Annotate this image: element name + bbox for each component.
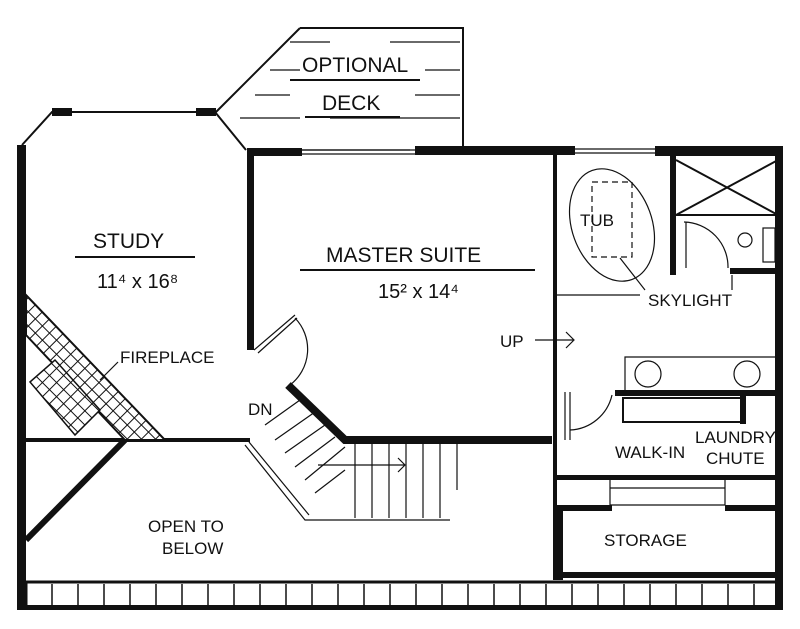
railing (17, 580, 783, 610)
tub (568, 168, 656, 282)
optional-deck (215, 27, 464, 151)
storage-label: STORAGE (604, 531, 687, 550)
bathroom (557, 155, 779, 296)
up-label: UP (500, 332, 524, 351)
master-door[interactable] (253, 314, 309, 386)
fireplace-label: FIREPLACE (120, 348, 214, 367)
tub-label: TUB (580, 211, 614, 230)
open-to-below-label-2: BELOW (162, 539, 223, 558)
stairs (244, 399, 458, 521)
master-suite-dimensions: 15² x 14⁴ (378, 281, 459, 303)
up-arrow-icon (535, 331, 575, 349)
deck-label-1: OPTIONAL (302, 54, 408, 77)
skylight-label: SKYLIGHT (648, 291, 732, 310)
laundry-chute-label-2: CHUTE (706, 449, 765, 468)
master-suite-label: MASTER SUITE (326, 244, 481, 267)
deck-label-2: DECK (322, 92, 380, 115)
vanity (557, 356, 778, 580)
walk-in-label: WALK-IN (615, 443, 685, 462)
fireplace (25, 292, 168, 441)
dn-label: DN (248, 400, 273, 419)
walls (17, 108, 783, 610)
laundry-chute-label-1: LAUNDRY (695, 428, 776, 447)
study-label: STUDY (93, 230, 164, 253)
study-dimensions: 11⁴ x 16⁸ (97, 271, 178, 293)
open-to-below-label-1: OPEN TO (148, 517, 224, 536)
